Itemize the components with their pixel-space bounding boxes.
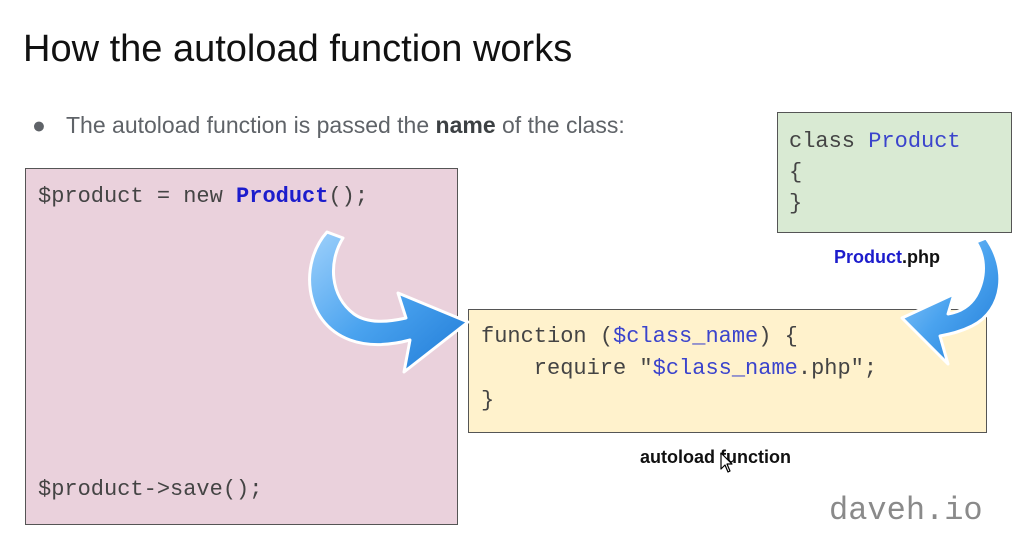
class-definition-box: class Product { }: [777, 112, 1012, 233]
class-name-interp: $class_name: [652, 356, 798, 381]
bullet-dot-icon: ●: [32, 112, 46, 138]
autoload-function-box: function ($class_name) { require "$class…: [468, 309, 987, 433]
mouse-cursor-icon: [720, 452, 733, 473]
class-file-label: Product.php: [834, 247, 940, 268]
file-extension: .php: [902, 247, 941, 267]
new-product-line: $product = new Product();: [38, 181, 368, 213]
new-keyword: = new: [143, 184, 237, 209]
autoload-function-label: autoload function: [640, 447, 791, 467]
bullet-text-emphasis: name: [435, 112, 496, 138]
save-call-line: $product->save();: [38, 477, 263, 502]
product-variable: $product: [38, 184, 144, 209]
close-brace: }: [789, 191, 803, 216]
class-name-param: $class_name: [613, 324, 759, 349]
bullet-item: ● The autoload function is passed the nam…: [32, 112, 625, 139]
function-open: ) {: [758, 324, 798, 349]
bullet-text-before: The autoload function is passed the: [66, 112, 436, 138]
file-name: Product: [834, 247, 903, 267]
product-class-name: Product: [236, 184, 329, 209]
calling-code-box: $product = new Product(); $product->save…: [25, 168, 458, 525]
class-keyword: class: [789, 129, 869, 154]
require-keyword: require ": [481, 356, 653, 381]
class-name: Product: [868, 129, 961, 154]
class-definition-code: class Product { }: [789, 126, 961, 219]
function-keyword: function (: [481, 324, 614, 349]
open-brace: {: [789, 160, 803, 185]
watermark: daveh.io: [829, 492, 983, 529]
bullet-text: The autoload function is passed the name…: [66, 112, 625, 138]
bullet-text-after: of the class:: [495, 112, 625, 138]
function-close: }: [481, 388, 495, 413]
autoload-function-code: function ($class_name) { require "$class…: [481, 321, 877, 417]
require-end: .php";: [797, 356, 878, 381]
constructor-call: ();: [328, 184, 369, 209]
slide-title: How the autoload function works: [23, 28, 573, 70]
